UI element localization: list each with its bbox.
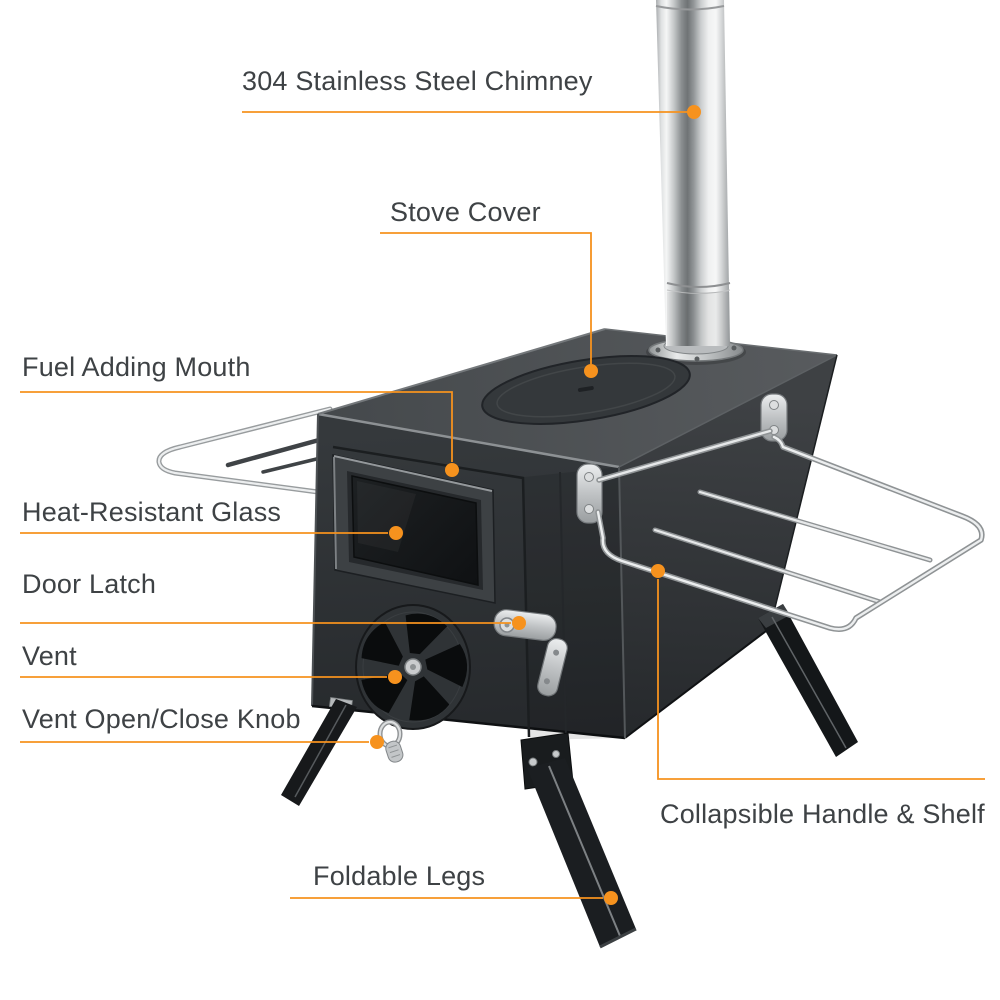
callout-dot-vent-knob [370, 735, 384, 749]
right-shelf-rack [576, 393, 985, 632]
stove-side-face [619, 355, 837, 738]
callout-dot-door-latch [512, 616, 526, 630]
left-shelf-rack [156, 406, 335, 495]
label-foldable-legs: Foldable Legs [313, 861, 486, 891]
callout-line-fuel-mouth [20, 391, 453, 462]
callout-line-stove-cover [380, 232, 592, 364]
callout-dot-glass [389, 526, 403, 540]
callout-line-handle-shelf [657, 579, 985, 780]
chimney-pipe [656, 0, 730, 346]
label-fuel-adding-mouth: Fuel Adding Mouth [22, 352, 251, 382]
label-chimney: 304 Stainless Steel Chimney [242, 66, 593, 96]
door-window [332, 454, 496, 604]
label-door-latch: Door Latch [22, 569, 157, 599]
label-collapsible-handle-shelf: Collapsible Handle & Shelf [660, 799, 985, 829]
label-stove-cover: Stove Cover [390, 197, 541, 227]
callout-dot-fuel-mouth [445, 463, 459, 477]
callout-dot-foldable-legs [604, 891, 618, 905]
stove-body [311, 328, 838, 790]
callout-dot-chimney [687, 105, 701, 119]
label-vent-knob: Vent Open/Close Knob [22, 704, 301, 734]
front-right-leg [527, 758, 637, 949]
heat-resistant-glass [351, 475, 479, 586]
callout-dot-stove-cover [584, 364, 598, 378]
label-heat-resistant-glass: Heat-Resistant Glass [22, 497, 282, 527]
label-vent: Vent [22, 641, 77, 671]
front-left-leg [281, 699, 357, 806]
callouts [20, 105, 985, 905]
chimney-illustration [646, 0, 746, 365]
vent-knob [377, 719, 404, 763]
stove-cover-illustration [481, 355, 691, 425]
callout-dot-handle-shelf [651, 564, 665, 578]
callout-dot-vent [388, 670, 402, 684]
